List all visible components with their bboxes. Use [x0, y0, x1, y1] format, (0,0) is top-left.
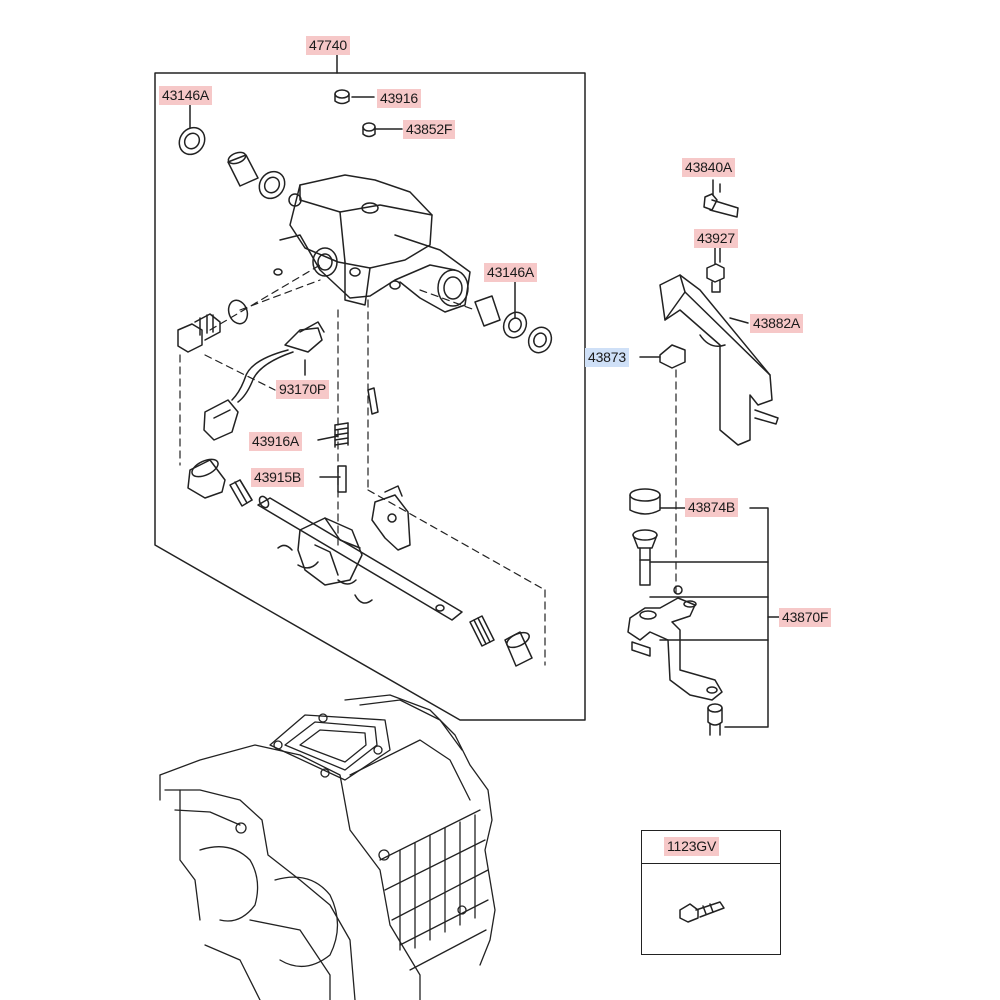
label-43146A-right[interactable]: 43146A — [484, 263, 538, 282]
legend-divider — [642, 863, 780, 864]
bushing-left-shape — [227, 151, 286, 200]
shift-rail-shape — [257, 495, 463, 621]
part-43873-shape — [639, 344, 686, 369]
right-spring-ring-shape — [469, 615, 533, 667]
seal-43146A-top-shape — [178, 126, 206, 156]
label-43840A[interactable]: 43840A — [682, 158, 736, 177]
dashed-alignment-lines — [179, 264, 677, 666]
label-43882A[interactable]: 43882A — [750, 314, 804, 333]
bolt-bottom-shape — [707, 703, 723, 736]
label-43870F[interactable]: 43870F — [779, 608, 832, 627]
label-1123GV[interactable]: 1123GV — [664, 837, 720, 856]
label-43916[interactable]: 43916 — [377, 89, 421, 108]
shift-bracket-shape — [371, 485, 411, 551]
shift-lug-shape — [277, 517, 373, 604]
bolt-43840A-shape — [703, 179, 739, 218]
leader-lines-right — [649, 183, 781, 728]
pin-43915B-shape — [337, 465, 347, 493]
plug-43852F-shape — [362, 122, 376, 138]
leader-lines-assembly — [189, 96, 516, 478]
shift-housing-shape — [273, 174, 471, 313]
label-43874B[interactable]: 43874B — [685, 498, 739, 517]
label-43852F[interactable]: 43852F — [403, 120, 456, 139]
label-43916A[interactable]: 43916A — [249, 432, 303, 451]
seal-43146A-right-shape — [474, 295, 553, 354]
label-43146A-top[interactable]: 43146A — [159, 86, 213, 105]
assembly-47740-outline — [154, 72, 586, 721]
roll-pin-shape — [367, 387, 379, 415]
lever-43882A-shape — [659, 274, 779, 446]
label-43927[interactable]: 43927 — [694, 229, 738, 248]
legend-box-1123GV — [641, 830, 781, 955]
bushing-43874B-shape — [629, 488, 661, 515]
sensor-93170P-shape — [203, 321, 325, 441]
left-bushing-spring-shape — [187, 458, 253, 507]
breather-plug-shape — [177, 313, 221, 353]
label-47740[interactable]: 47740 — [306, 36, 350, 55]
spring-43916A-shape — [334, 422, 349, 448]
label-43915B[interactable]: 43915B — [251, 468, 305, 487]
transmission-case-shape — [159, 694, 496, 1000]
bolt-1123GV-shape — [679, 901, 725, 923]
label-93170P[interactable]: 93170P — [276, 380, 330, 399]
nut-43916-shape — [334, 89, 350, 105]
o-ring-shape — [227, 299, 249, 325]
label-43873[interactable]: 43873 — [585, 348, 629, 367]
pin-shape — [632, 529, 658, 586]
lever-assy-43870F-shape — [627, 585, 723, 701]
bolt-43927-shape — [706, 247, 725, 293]
